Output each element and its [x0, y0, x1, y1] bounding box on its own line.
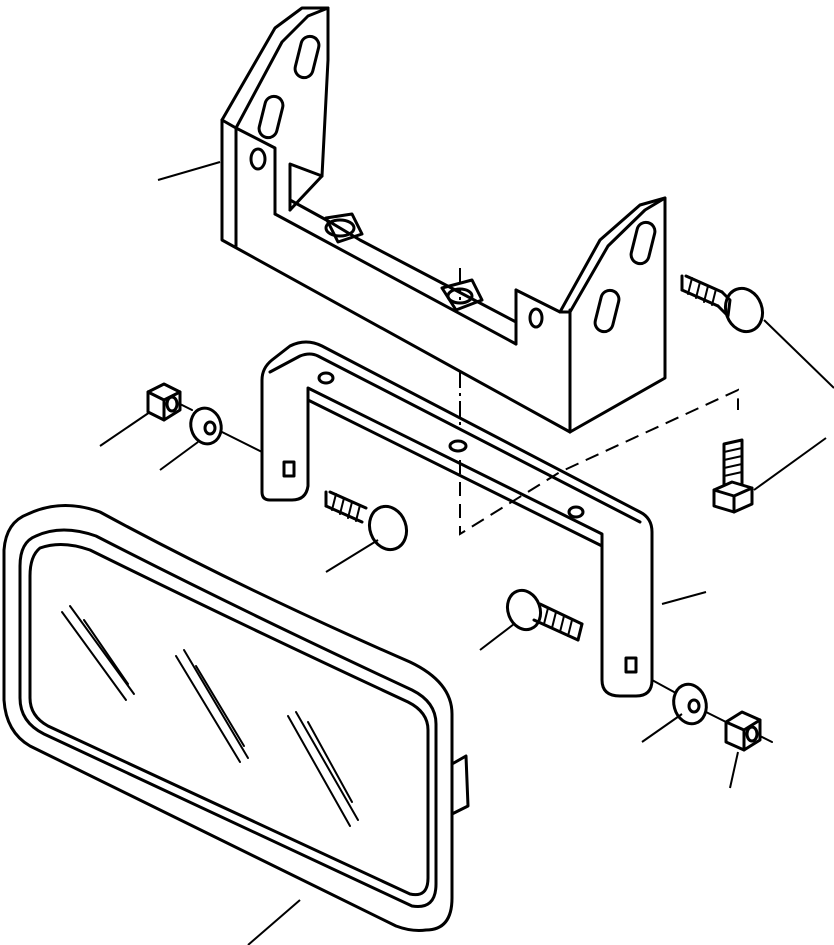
alignment-guide [459, 388, 739, 536]
lower-bracket [260, 340, 654, 698]
washer-left [189, 406, 223, 446]
carriage-bolt-right [505, 588, 584, 642]
assembly-line-right [651, 679, 773, 743]
assembly-line-left [179, 403, 263, 453]
hex-nut-right [724, 710, 762, 752]
work-lamp [2, 503, 470, 932]
washer-right [672, 682, 708, 726]
carriage-bolt-upper [680, 274, 765, 334]
hex-bolt [712, 438, 754, 514]
leader-lines [99, 161, 834, 945]
hex-nut-left [146, 382, 182, 422]
carriage-bolt-left [324, 490, 409, 552]
upper-bracket [220, 6, 667, 434]
